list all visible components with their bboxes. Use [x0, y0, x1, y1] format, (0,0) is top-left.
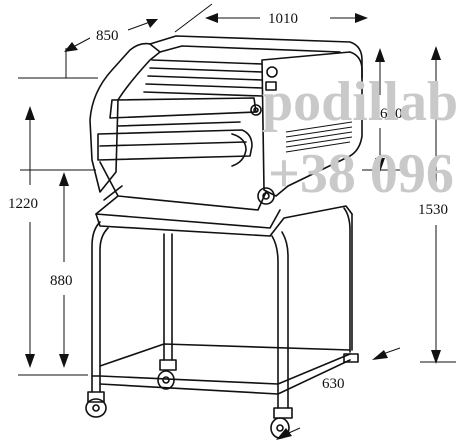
watermark-line-2: +38 096 [268, 143, 454, 205]
base-depth-label: 630 [322, 376, 345, 392]
watermark: podillab +38 096 [262, 71, 456, 205]
watermark-line-1: podillab [262, 71, 456, 133]
width-label: 1010 [268, 11, 298, 27]
body-height-label: 690 [380, 106, 403, 122]
table-height-label: 1220 [8, 196, 38, 212]
total-height-label: 1530 [418, 202, 448, 218]
caster-wheels [85, 353, 359, 439]
stand-height-label: 880 [50, 273, 73, 289]
machine-body [89, 35, 363, 229]
dimension-lines [18, 3, 456, 440]
stand-frame [91, 205, 353, 409]
depth-label: 850 [96, 28, 119, 44]
